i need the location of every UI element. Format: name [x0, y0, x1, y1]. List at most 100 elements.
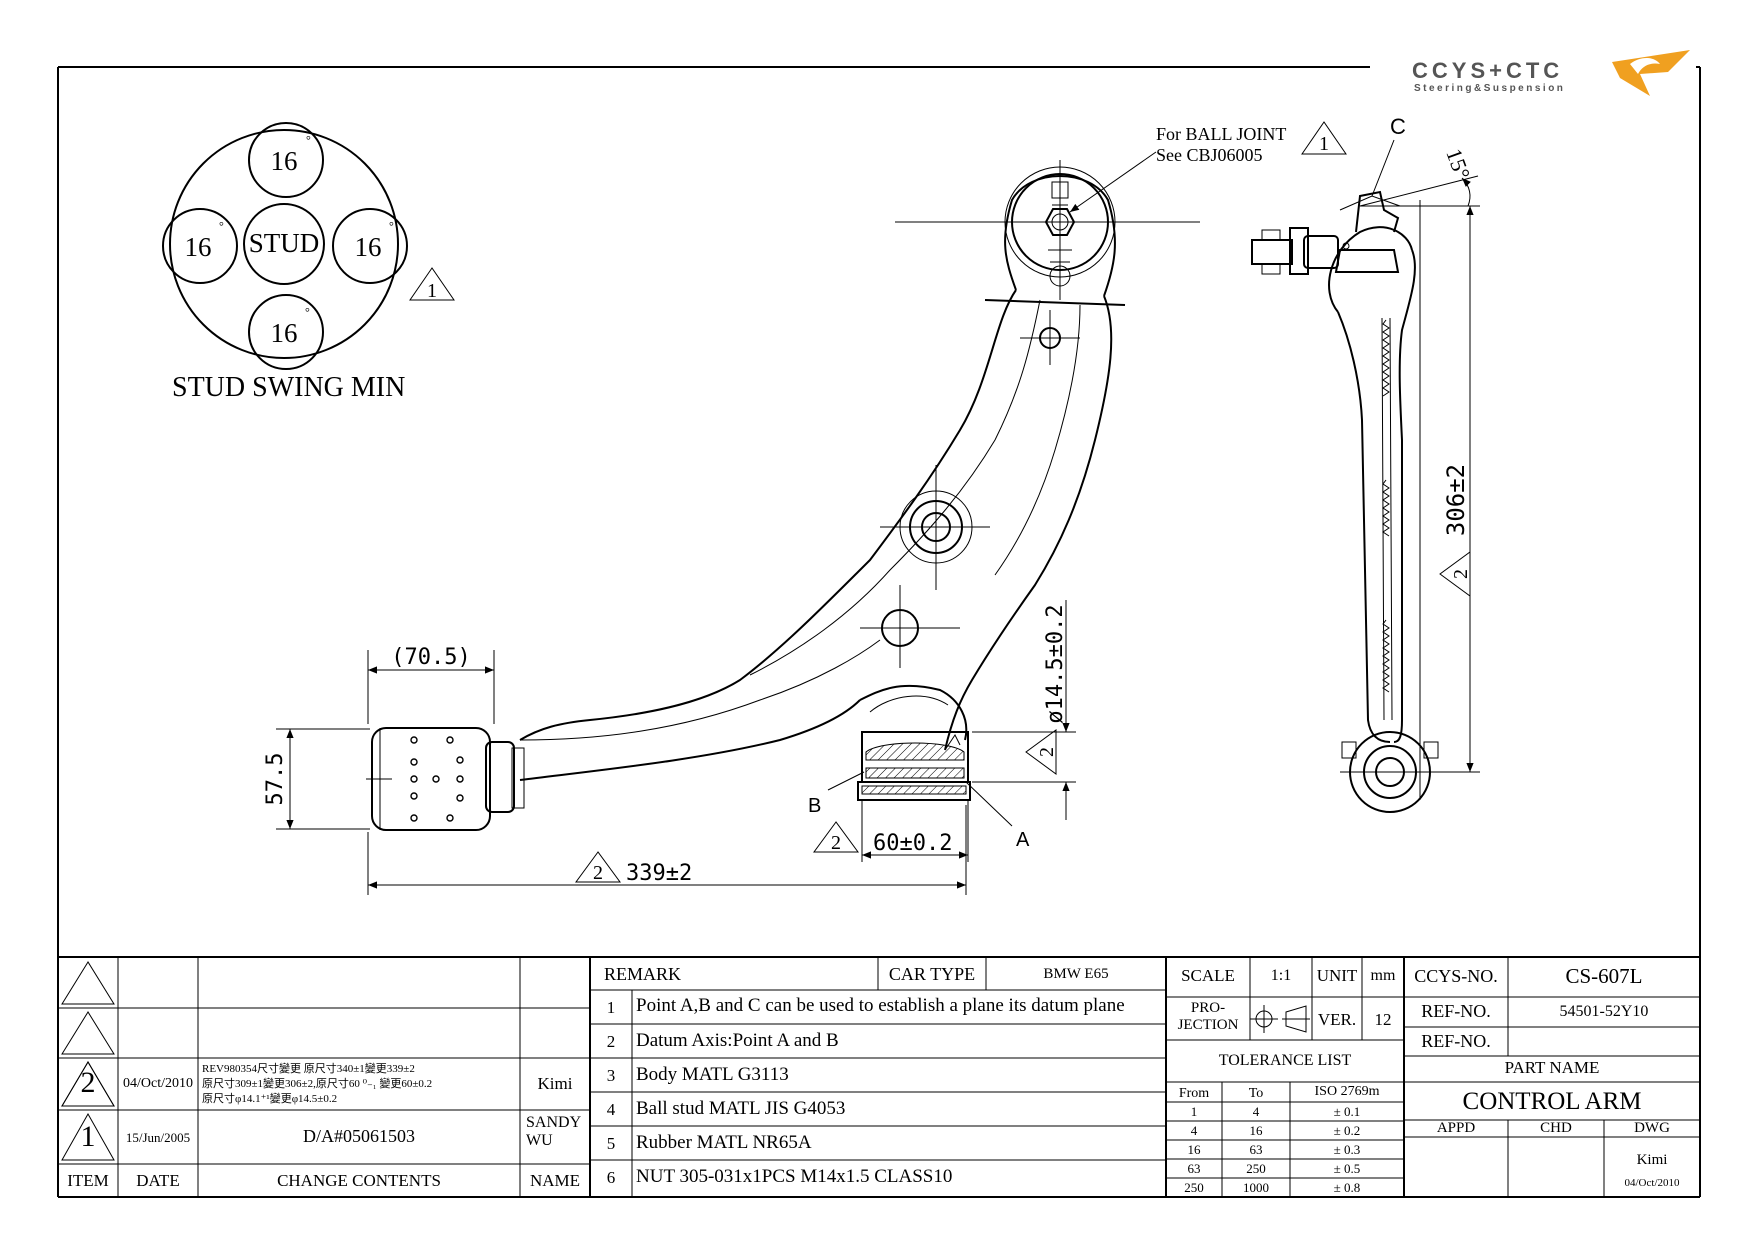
rev-change-line: D/A#05061503: [303, 1126, 415, 1146]
ccys-no-label: CCYS-NO.: [1414, 966, 1498, 986]
ver-label: VER.: [1317, 1010, 1357, 1029]
remark-no: 4: [606, 1100, 616, 1119]
remark-no: 6: [606, 1168, 616, 1187]
control-arm-plan-view: For BALL JOINT See CBJ06005 1 (70.5) 57.…: [263, 121, 1347, 895]
tolerance-title: TOLERANCE LIST: [1218, 1052, 1352, 1069]
tol-value: ± 0.8: [1333, 1180, 1361, 1195]
rev-change-line: 原尺寸309±1變更306±2,原尺寸60 ⁰₋₁ 變更60±0.2: [202, 1078, 433, 1090]
ver-value: 12: [1374, 1010, 1392, 1029]
dim-bush-height: 57.5: [263, 753, 288, 806]
tol-from: 4: [1190, 1123, 1198, 1138]
scale-label: SCALE: [1181, 966, 1235, 985]
dim-side-length: 306±2: [1442, 464, 1470, 536]
scale-value: 1:1: [1270, 967, 1292, 984]
tol-header-to: To: [1248, 1086, 1264, 1101]
logo-tagline: Steering&Suspension: [1414, 83, 1565, 94]
remark-no: 2: [606, 1032, 616, 1051]
ball-joint-ref: See CBJ06005: [1156, 145, 1263, 165]
dim-bush-width: (70.5): [391, 645, 470, 670]
point-a-label: A: [1016, 829, 1030, 851]
revision-triangle-icon: 2: [1025, 729, 1058, 775]
remark-text: Rubber MATL NR65A: [636, 1132, 812, 1153]
point-b-label: B: [808, 795, 821, 817]
car-type-value: BMW E65: [1043, 966, 1109, 982]
dwg-name: Kimi: [1636, 1152, 1668, 1168]
stud-swing-right: 16: [355, 232, 382, 262]
svg-text:°: °: [219, 219, 224, 233]
tol-from: 1: [1190, 1104, 1198, 1119]
stud-swing-diagram: STUD 16 ° 16 ° 16 ° 16 ° STUD SWING MIN …: [162, 122, 455, 403]
sheet-border: [57, 66, 1701, 1198]
svg-text:2: 2: [831, 832, 841, 854]
remark-text: Body MATL G3113: [636, 1064, 789, 1085]
projection-label: JECTION: [1177, 1017, 1239, 1033]
remark-no: 1: [606, 998, 616, 1017]
remark-text: Point A,B and C can be used to establish…: [636, 995, 1125, 1016]
header-date: DATE: [136, 1171, 180, 1190]
remark-text: Datum Axis:Point A and B: [636, 1030, 839, 1051]
revision-triangle-icon: 2: [813, 821, 859, 854]
rev-change-line: REV980354尺寸變更 原尺寸340±1變更339±2: [202, 1063, 415, 1075]
dwg-label: DWG: [1634, 1120, 1670, 1136]
tol-to: 63: [1249, 1142, 1263, 1157]
stud-swing-caption: STUD SWING MIN: [172, 372, 405, 403]
rev-name: Kimi: [537, 1074, 573, 1093]
tol-from: 63: [1187, 1161, 1201, 1176]
tol-to: 250: [1246, 1161, 1266, 1176]
rev-name: WU: [526, 1132, 553, 1149]
remark-header: REMARK: [604, 964, 682, 984]
projection-symbol-icon: [1250, 1005, 1310, 1033]
svg-text:1: 1: [427, 280, 437, 302]
remark-text: NUT 305-031x1PCS M14x1.5 CLASS10: [636, 1166, 953, 1187]
dim-length: 339±2: [626, 861, 692, 886]
ball-joint-note: For BALL JOINT: [1156, 124, 1286, 144]
appd-label: APPD: [1436, 1120, 1476, 1136]
dwg-date: 04/Oct/2010: [1624, 1177, 1680, 1189]
tol-header-iso: ISO 2769m: [1314, 1084, 1380, 1099]
tol-value: ± 0.5: [1333, 1161, 1361, 1176]
title-block: [58, 956, 1700, 1197]
stud-swing-left: 16: [185, 232, 212, 262]
revision-triangle-icon: 2: [575, 851, 621, 884]
rev-name: SANDY: [526, 1114, 582, 1131]
stud-swing-top: 16: [271, 146, 298, 176]
svg-text:1: 1: [1319, 133, 1329, 155]
ref-no-label: REF-NO.: [1421, 1001, 1491, 1021]
tol-value: ± 0.1: [1333, 1104, 1361, 1119]
unit-label: UNIT: [1316, 966, 1358, 985]
rev-item: 2: [80, 1066, 96, 1099]
ref-no2-label: REF-NO.: [1421, 1031, 1491, 1051]
svg-text:°: °: [306, 133, 311, 147]
tol-from: 250: [1184, 1180, 1204, 1195]
header-item: ITEM: [67, 1171, 109, 1190]
part-name-label: PART NAME: [1504, 1058, 1600, 1077]
angle-label: 15°: [1441, 145, 1475, 183]
stud-label: STUD: [249, 228, 320, 258]
svg-text:2: 2: [1450, 569, 1472, 579]
revision-triangle-icon: [58, 1060, 118, 1108]
rev-item: 1: [80, 1120, 96, 1153]
tol-header-from: From: [1178, 1086, 1210, 1101]
svg-text:°: °: [305, 305, 310, 319]
rev-date: 04/Oct/2010: [123, 1076, 193, 1091]
revision-triangle-icon: 2: [1439, 551, 1472, 597]
tol-from: 16: [1187, 1142, 1201, 1157]
ref-no-value: 54501-52Y10: [1559, 1003, 1649, 1020]
point-c-label: C: [1390, 114, 1406, 139]
header-name: NAME: [529, 1171, 581, 1190]
remark-no: 5: [606, 1134, 616, 1153]
remark-text: Ball stud MATL JIS G4053: [636, 1098, 846, 1119]
svg-text:°: °: [389, 219, 394, 233]
remark-no: 3: [606, 1066, 616, 1085]
car-type-label: CAR TYPE: [888, 964, 976, 984]
control-arm-side-view: 15° C 306±2 2: [1251, 114, 1480, 813]
logo-brand: CCYS+CTC: [1412, 58, 1563, 83]
tol-to: 1000: [1243, 1180, 1269, 1195]
chd-label: CHD: [1540, 1120, 1572, 1136]
company-logo: CCYS+CTC Steering&Suspension: [1412, 50, 1690, 96]
header-change: CHANGE CONTENTS: [277, 1171, 441, 1190]
svg-text:2: 2: [1036, 747, 1058, 757]
rev-date: 15/Jun/2005: [125, 1130, 191, 1145]
ccys-no-value: CS-607L: [1565, 964, 1643, 988]
